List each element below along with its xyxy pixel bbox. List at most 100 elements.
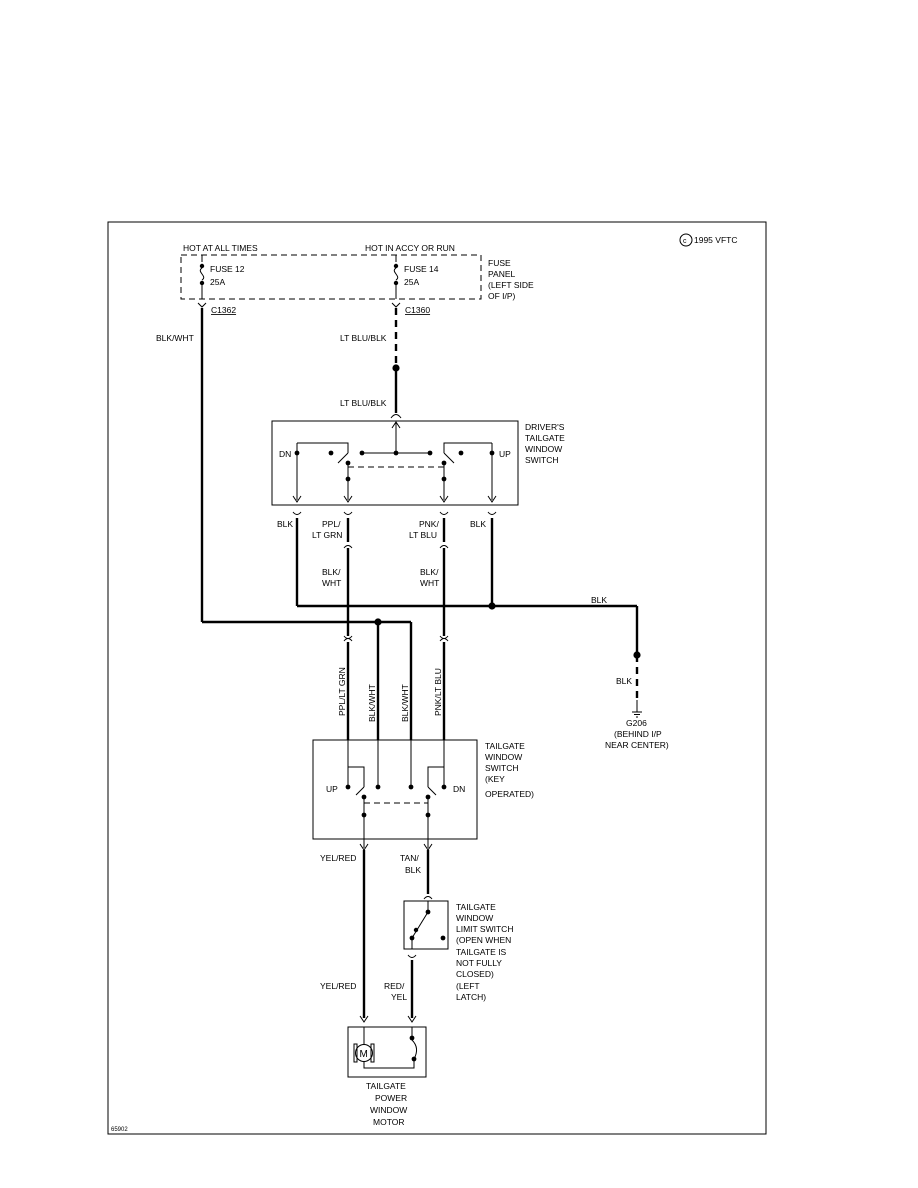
wire-label-vert-ppl-lt-grn: PPL/LT GRN [337,667,347,716]
ground-name: G206 [626,718,647,728]
limit-switch-label-line: (OPEN WHEN [456,935,511,945]
limit-switch-label-line: LIMIT SWITCH [456,924,513,934]
wire-label-vert-pnk-lt-blu: PNK/LT BLU [433,668,443,716]
wire-label-vert-blk-wht-2: BLK/WHT [400,684,410,722]
limit-switch-blade [411,911,429,939]
limit-switch-label-line: (LEFT [456,981,480,991]
limit-switch-label-line: TAILGATE [456,902,496,912]
drivers-switch-dn-blade [337,452,349,464]
wire-label-red-yel-2: YEL [391,992,407,1002]
key-switch-label-line: SWITCH [485,763,519,773]
motor-label-line: POWER [375,1093,407,1103]
fuse-12-name: FUSE 12 [210,264,245,274]
key-switch-dn: DN [453,784,465,794]
wire-label-tan-blk: TAN/ [400,853,419,863]
limit-switch-label-line: WINDOW [456,913,493,923]
wire-label-lt-blu-blk-upper: LT BLU/BLK [340,333,387,343]
tailgate-power-window-motor: M TAILGATE POWER WINDOW MOTOR [347,1026,427,1127]
wire-label-blk-left: BLK [277,519,293,529]
drivers-switch-up: UP [499,449,511,459]
hot-in-accy-run-label: HOT IN ACCY OR RUN [365,243,455,253]
splice-blk-wht [374,618,382,626]
wire-label-vert-blk-wht-1: BLK/WHT [367,684,377,722]
fuse-12: FUSE 12 25A [199,255,245,299]
fuse-panel-label: FUSE PANEL (LEFT SIDE OF I/P) [488,258,534,301]
drivers-switch-label-line: TAILGATE [525,433,565,443]
wire-label-pnk-lt-blu: PNK/ [419,519,439,529]
limit-switch-label: TAILGATE WINDOW LIMIT SWITCH (OPEN WHEN … [456,902,513,1002]
svg-text:c: c [683,238,687,245]
motor-label-line: MOTOR [373,1117,404,1127]
motor-box [347,1026,427,1078]
fuse-12-rating: 25A [210,277,225,287]
wire-label-blk-wht-left: BLK/ [322,567,341,577]
drivers-switch-label-line: SWITCH [525,455,559,465]
limit-switch-label-line: NOT FULLY [456,958,502,968]
wire-label-red-yel: RED/ [384,981,405,991]
ground-circuit: BLK BLK G206 (BEHIND I/P NEAR CENTER) [295,518,669,750]
motor-icon [355,1044,373,1062]
drivers-switch-up-blade [443,452,455,464]
drivers-switch-label-line: DRIVER'S [525,422,565,432]
fuse-14-name: FUSE 14 [404,264,439,274]
wire-label-blk-wht-right: BLK/ [420,567,439,577]
ground-location-line: NEAR CENTER) [605,740,669,750]
limit-switch-label-line: LATCH) [456,992,486,1002]
limit-switch-label-line: TAILGATE IS [456,947,507,957]
key-switch-up: UP [326,784,338,794]
drivers-tailgate-window-switch: DN UP DRIVER'S TAILGATE WINDOW SW [271,420,565,506]
drivers-switch-label: DRIVER'S TAILGATE WINDOW SWITCH [525,422,565,465]
wire-label-blk-wht-right-2: WHT [420,578,439,588]
connector-c1362-pin [197,302,207,308]
fuse-14-rating: 25A [404,277,419,287]
key-switch-label-line: WINDOW [485,752,522,762]
diagram-frame [107,221,767,1135]
motor-label-line: WINDOW [370,1105,407,1115]
wire-label-blk-right: BLK [470,519,486,529]
ground-location-line: (BEHIND I/P [614,729,662,739]
key-switch-dn-blade [427,786,437,796]
motor-symbol: M [360,1049,368,1060]
key-switch-label-line: OPERATED) [485,789,534,799]
fuse-panel-outline [180,254,482,300]
wire-label-tan-blk-2: BLK [405,865,421,875]
fuse-12-icon [199,267,205,281]
connector-c1360: C1360 [405,305,430,315]
hot-at-all-times-label: HOT AT ALL TIMES [183,243,258,253]
tailgate-window-limit-switch: TAILGATE WINDOW LIMIT SWITCH (OPEN WHEN … [403,900,513,1002]
limit-switch-label-line: CLOSED) [456,969,494,979]
motor-circuit-breaker [411,1039,418,1060]
key-switch-label-line: (KEY [485,774,505,784]
drivers-switch-label-line: WINDOW [525,444,562,454]
fuse-panel-label-line: FUSE [488,258,511,268]
key-switch-box [312,739,478,840]
wire-label-blk-ground-low: BLK [616,676,632,686]
fuse-panel: HOT AT ALL TIMES HOT IN ACCY OR RUN FUSE… [180,243,534,315]
drivers-switch-box [271,420,519,506]
wire-label-ppl-lt-grn: PPL/ [322,519,341,529]
wire-label-blk-wht-left-2: WHT [322,578,341,588]
copyright-mark: c 1995 VFTC [679,233,737,247]
fuse-14: FUSE 14 25A [393,255,439,299]
fuse-panel-label-line: PANEL [488,269,516,279]
tailgate-window-key-switch: UP DN TAILGATE WINDOW SWITCH (KEY O [312,739,534,851]
fuse-panel-label-line: (LEFT SIDE [488,280,534,290]
fuse-panel-label-line: OF I/P) [488,291,516,301]
drivers-switch-dn: DN [279,449,291,459]
figure-id: 65902 [111,1127,128,1133]
motor-label: TAILGATE POWER WINDOW MOTOR [366,1081,407,1127]
wire-label-ppl-lt-grn-2: LT GRN [312,530,342,540]
wire-label-yel-red-upper: YEL/RED [320,853,356,863]
key-switch-up-blade [355,786,365,796]
copyright-text: 1995 VFTC [694,235,737,245]
wire-label-blk-ground-top: BLK [591,595,607,605]
connector-c1362: C1362 [211,305,236,315]
fuse-14-icon [393,267,399,281]
connector-c1360-pin [391,302,401,308]
wire-label-yel-red-lower: YEL/RED [320,981,356,991]
wire-label-pnk-lt-blu-2: LT BLU [409,530,437,540]
wire-label-lt-blu-blk-lower: LT BLU/BLK [340,398,387,408]
motor-label-line: TAILGATE [366,1081,406,1091]
blk-wht-feed: BLK/WHT [156,308,413,740]
